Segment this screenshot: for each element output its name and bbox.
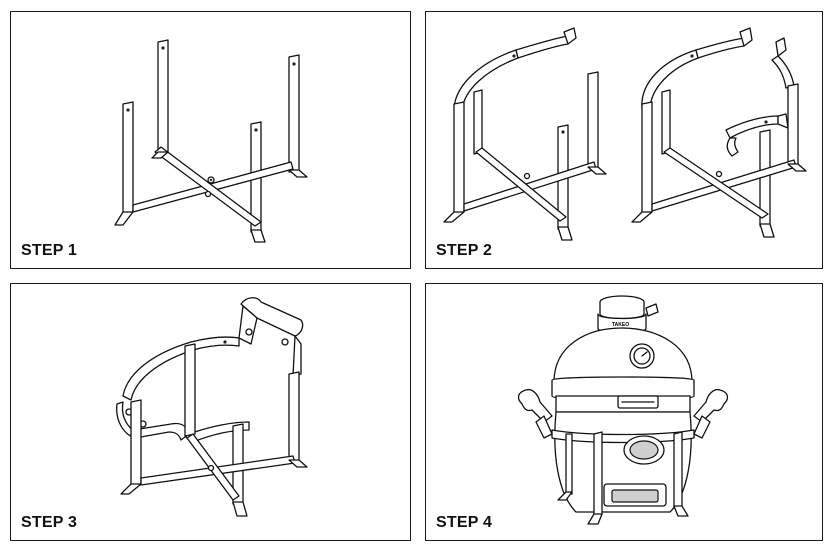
step-3-label: STEP 3 [21,514,78,531]
step-3-panel: STEP 3 [10,283,411,541]
step-4-label: STEP 4 [436,514,493,531]
handle-attach-illustration [116,297,308,517]
step-1-label: STEP 1 [21,242,78,259]
step-2-label: STEP 2 [436,242,493,259]
stand-frame-illustration [114,39,308,243]
vent-brand-text: TAKEO [612,322,629,328]
assembled-grill-illustration: TAKEO [517,295,729,525]
step-1-panel: STEP 1 [10,11,411,269]
step-2-panel: STEP 2 [425,11,823,269]
step-4-panel: TAKEO STEP 4 [425,283,823,541]
ring-install-illustration [443,27,807,241]
